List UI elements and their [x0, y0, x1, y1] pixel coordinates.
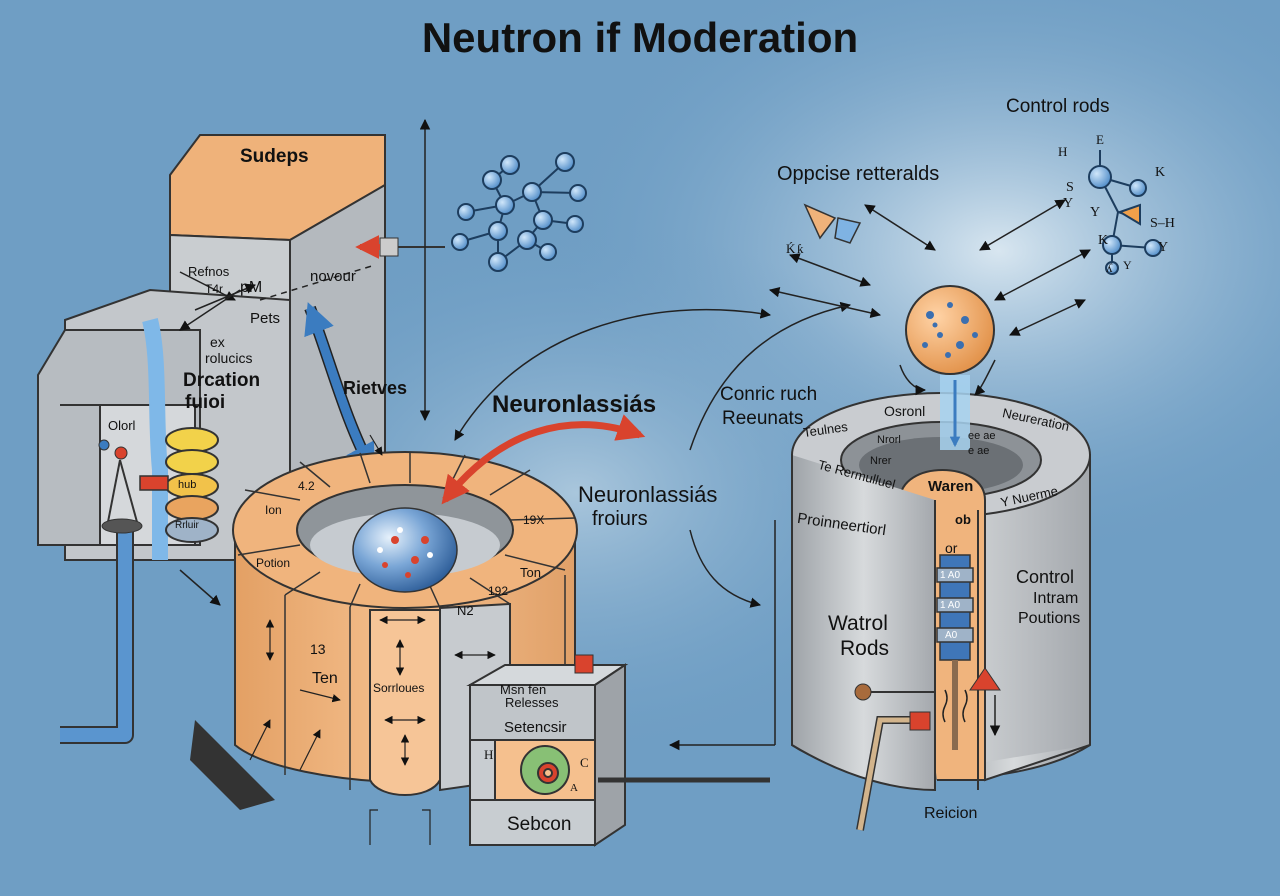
rod-marker-3: A0: [945, 630, 958, 641]
pipe-label: Rrluir: [175, 520, 199, 531]
rod-marker-1: 1 A0: [940, 570, 961, 581]
rim-label-osronl: Osronl: [884, 403, 926, 419]
molecule-top-center: [451, 152, 587, 272]
conric-line2: Reeunats: [722, 408, 804, 429]
page-title: Neutron if Moderation: [421, 14, 859, 61]
box-top-line1: Msn fen: [500, 682, 547, 697]
core-segment-19x: 19X: [523, 513, 545, 527]
molecule-letter-h: H: [1058, 144, 1068, 159]
inner-label-4: Nrer: [870, 455, 892, 467]
building-label-t4r: T4r: [205, 282, 223, 296]
watrol-line1: Watrol: [828, 612, 888, 635]
control-line3: Poutions: [1018, 610, 1081, 627]
building-label-rolucics: rolucics: [205, 350, 253, 366]
control-line1: Control: [1016, 567, 1075, 587]
left-blue-pipe: [60, 318, 168, 744]
core-segment-sorrloues: Sorrloues: [373, 681, 425, 695]
center-sub-line1: Neuronlassiás: [578, 482, 718, 507]
core-small-arrows: [249, 434, 496, 845]
molecule-letter-y4: ʎ: [1106, 260, 1113, 275]
core-label-line2: ob: [955, 512, 971, 527]
left-tip-letter-1: Ḱ: [786, 241, 796, 256]
molecule-letter-k2: K: [1098, 233, 1109, 248]
molecule-letter-e: E: [1096, 132, 1104, 147]
orange-nucleus-sphere: [905, 285, 995, 375]
core-arrow-label: Rietves: [343, 378, 408, 398]
core-label-line1: Waren: [928, 478, 974, 495]
core-segment-ten: Ten: [312, 670, 338, 687]
molecule-letter-y5: Y: [1123, 258, 1132, 272]
oppose-label: Oppcise retteralds: [777, 163, 940, 185]
inner-label-2: ee ae: [968, 430, 996, 442]
vessel-outlet-pipe: [854, 667, 1001, 831]
core-front-column: [369, 609, 441, 796]
box-letter-h: H: [484, 747, 494, 762]
rim-label-suffix: or: [945, 540, 958, 556]
molecule-top-right: [1088, 150, 1162, 275]
center-flow-label: Neuronlassiás: [492, 391, 657, 418]
left-valve: [98, 439, 169, 534]
building-label-novour: novour: [310, 268, 356, 285]
core-segment-4-2: 4.2: [298, 479, 315, 493]
vessel-beam: [940, 375, 970, 450]
molecule-letter-sh: S–H: [1150, 216, 1175, 231]
building-label-hub: hub: [178, 479, 197, 491]
inner-label-1: Nrorl: [877, 434, 901, 446]
molecule-letter-y3: Y: [1158, 240, 1169, 255]
control-line2: Intram: [1033, 590, 1079, 607]
duration-label-line1: Drcation: [183, 370, 261, 391]
rod-marker-2: 1 A0: [940, 600, 961, 611]
vessel-bottom-label: Reicion: [924, 805, 978, 822]
radiating-arrows: [768, 199, 1091, 396]
red-inlet-arrow: [355, 235, 445, 259]
duration-label-line2: fuioi: [185, 392, 226, 413]
fuel-disc-stack: [165, 427, 219, 543]
center-sub-line2: froiurs: [592, 508, 648, 530]
core-sphere: [352, 507, 458, 593]
source-box: [466, 663, 629, 847]
molecule-letter-k: K: [1155, 165, 1166, 180]
building-arrows: [179, 264, 376, 606]
building-label-refnos: Refnos: [188, 264, 230, 279]
building-top-label: Sudeps: [240, 146, 309, 167]
box-red-marker: [574, 654, 594, 674]
inner-label-3: e ae: [968, 445, 990, 457]
box-name: Setencsir: [504, 719, 567, 736]
box-top-line2: Relesses: [505, 695, 559, 710]
vessel-wavy-arrows: [942, 689, 1001, 737]
rod-tips: [803, 203, 862, 244]
control-rods-title: Control rods: [1006, 96, 1110, 117]
molecule-letter-s: S: [1066, 180, 1074, 195]
box-letter-a: A: [570, 782, 578, 794]
molecule-letter-y2: Y: [1090, 205, 1101, 220]
core-base-shadow: [190, 720, 275, 810]
conric-line1: Conric ruch: [720, 384, 818, 405]
molecule-letter-y1: Y: [1063, 196, 1074, 211]
core-segment-192: 192: [488, 584, 509, 598]
core-segment-ton: Ton: [520, 565, 541, 580]
control-rod: [936, 554, 974, 750]
core-segment-13: 13: [310, 641, 326, 657]
building-label-ex: ex: [210, 334, 225, 350]
left-tip-letter-2: ƙ: [797, 241, 804, 256]
core-segment-ion: Ion: [265, 503, 282, 517]
building-label-olorl: Olorl: [108, 418, 136, 433]
box-letter-c: C: [580, 755, 589, 770]
building-label-pm: pM: [240, 279, 263, 296]
coolant-channel: [142, 318, 168, 560]
blue-flow-arrow: [304, 302, 376, 476]
core-segment-potion: Potion: [256, 556, 291, 570]
core-segment-n2: N2: [457, 603, 474, 618]
watrol-line2: Rods: [840, 637, 890, 660]
building-label-pets: Pets: [250, 310, 281, 327]
box-bottom-label: Sebcon: [507, 814, 572, 835]
